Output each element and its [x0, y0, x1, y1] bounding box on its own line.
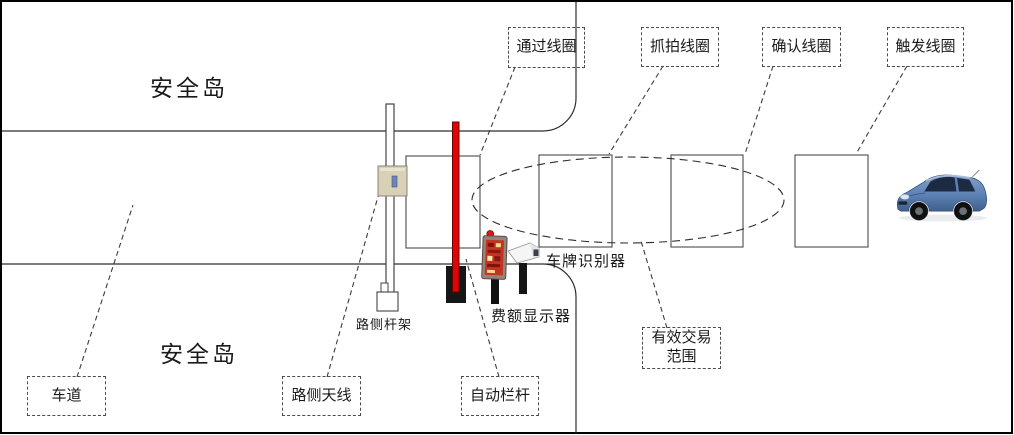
car-image: [896, 169, 988, 222]
callout-roadside-antenna-label: 路侧天线: [291, 387, 352, 404]
callout-confirm-coil-label: 确认线圈: [771, 38, 832, 55]
capture-coil-rect: [538, 154, 613, 248]
leader-auto-barrier: [465, 258, 500, 378]
confirm-coil-rect: [670, 154, 744, 248]
callout-lane: 车道: [27, 376, 106, 416]
callout-valid-range: 有效交易 范围: [642, 327, 721, 369]
island-edge-bottom: [2, 263, 577, 433]
plate-camera-device: [507, 242, 540, 294]
callout-confirm-coil: 确认线圈: [762, 27, 841, 67]
callout-trigger-coil: 触发线圈: [887, 27, 964, 67]
callout-trigger-coil-label: 触发线圈: [895, 38, 956, 55]
callout-pass-coil: 通过线圈: [508, 27, 585, 68]
camera-lens: [533, 249, 539, 256]
leader-trigger-coil: [855, 65, 908, 155]
transaction-range-ellipse: [471, 156, 785, 244]
callout-auto-barrier-label: 自动栏杆: [469, 387, 530, 404]
island-label-bottom: 安全岛: [160, 342, 238, 367]
camera-pole: [519, 263, 527, 294]
island-edge-top: [2, 2, 577, 132]
leader-roadside-antenna: [326, 185, 382, 378]
leader-lines: [76, 65, 908, 378]
leader-lane: [76, 204, 134, 378]
fee-display-label: 费额显示器: [491, 309, 572, 325]
island-label-top: 安全岛: [150, 76, 228, 101]
fee-display-device: [481, 230, 508, 280]
fee-display-pole: [491, 276, 499, 304]
auto-barrier-device: [446, 121, 466, 303]
pass-coil-rect: [405, 155, 481, 249]
leader-valid-range: [640, 240, 668, 329]
leader-confirm-coil: [744, 65, 774, 155]
callout-pass-coil-label: 通过线圈: [516, 39, 577, 56]
leader-capture-coil: [608, 65, 664, 155]
pole-frame-label: 路侧杆架: [356, 317, 413, 332]
roadside-antenna-device: [377, 165, 408, 197]
roadside-pole-frame: [376, 103, 399, 312]
callout-roadside-antenna: 路侧天线: [282, 376, 361, 416]
callout-capture-coil-label: 抓拍线圈: [649, 38, 710, 55]
coil-loops: [405, 154, 869, 249]
callout-valid-range-line2: 范围: [666, 349, 697, 365]
leader-pass-coil: [479, 66, 516, 156]
callout-lane-label: 车道: [51, 387, 82, 404]
plate-recognizer-label: 车牌识别器: [546, 254, 627, 270]
callout-capture-coil: 抓拍线圈: [641, 27, 719, 67]
callout-auto-barrier: 自动栏杆: [461, 376, 539, 416]
trigger-coil-rect: [794, 154, 869, 248]
callout-valid-range-line1: 有效交易: [651, 330, 712, 347]
